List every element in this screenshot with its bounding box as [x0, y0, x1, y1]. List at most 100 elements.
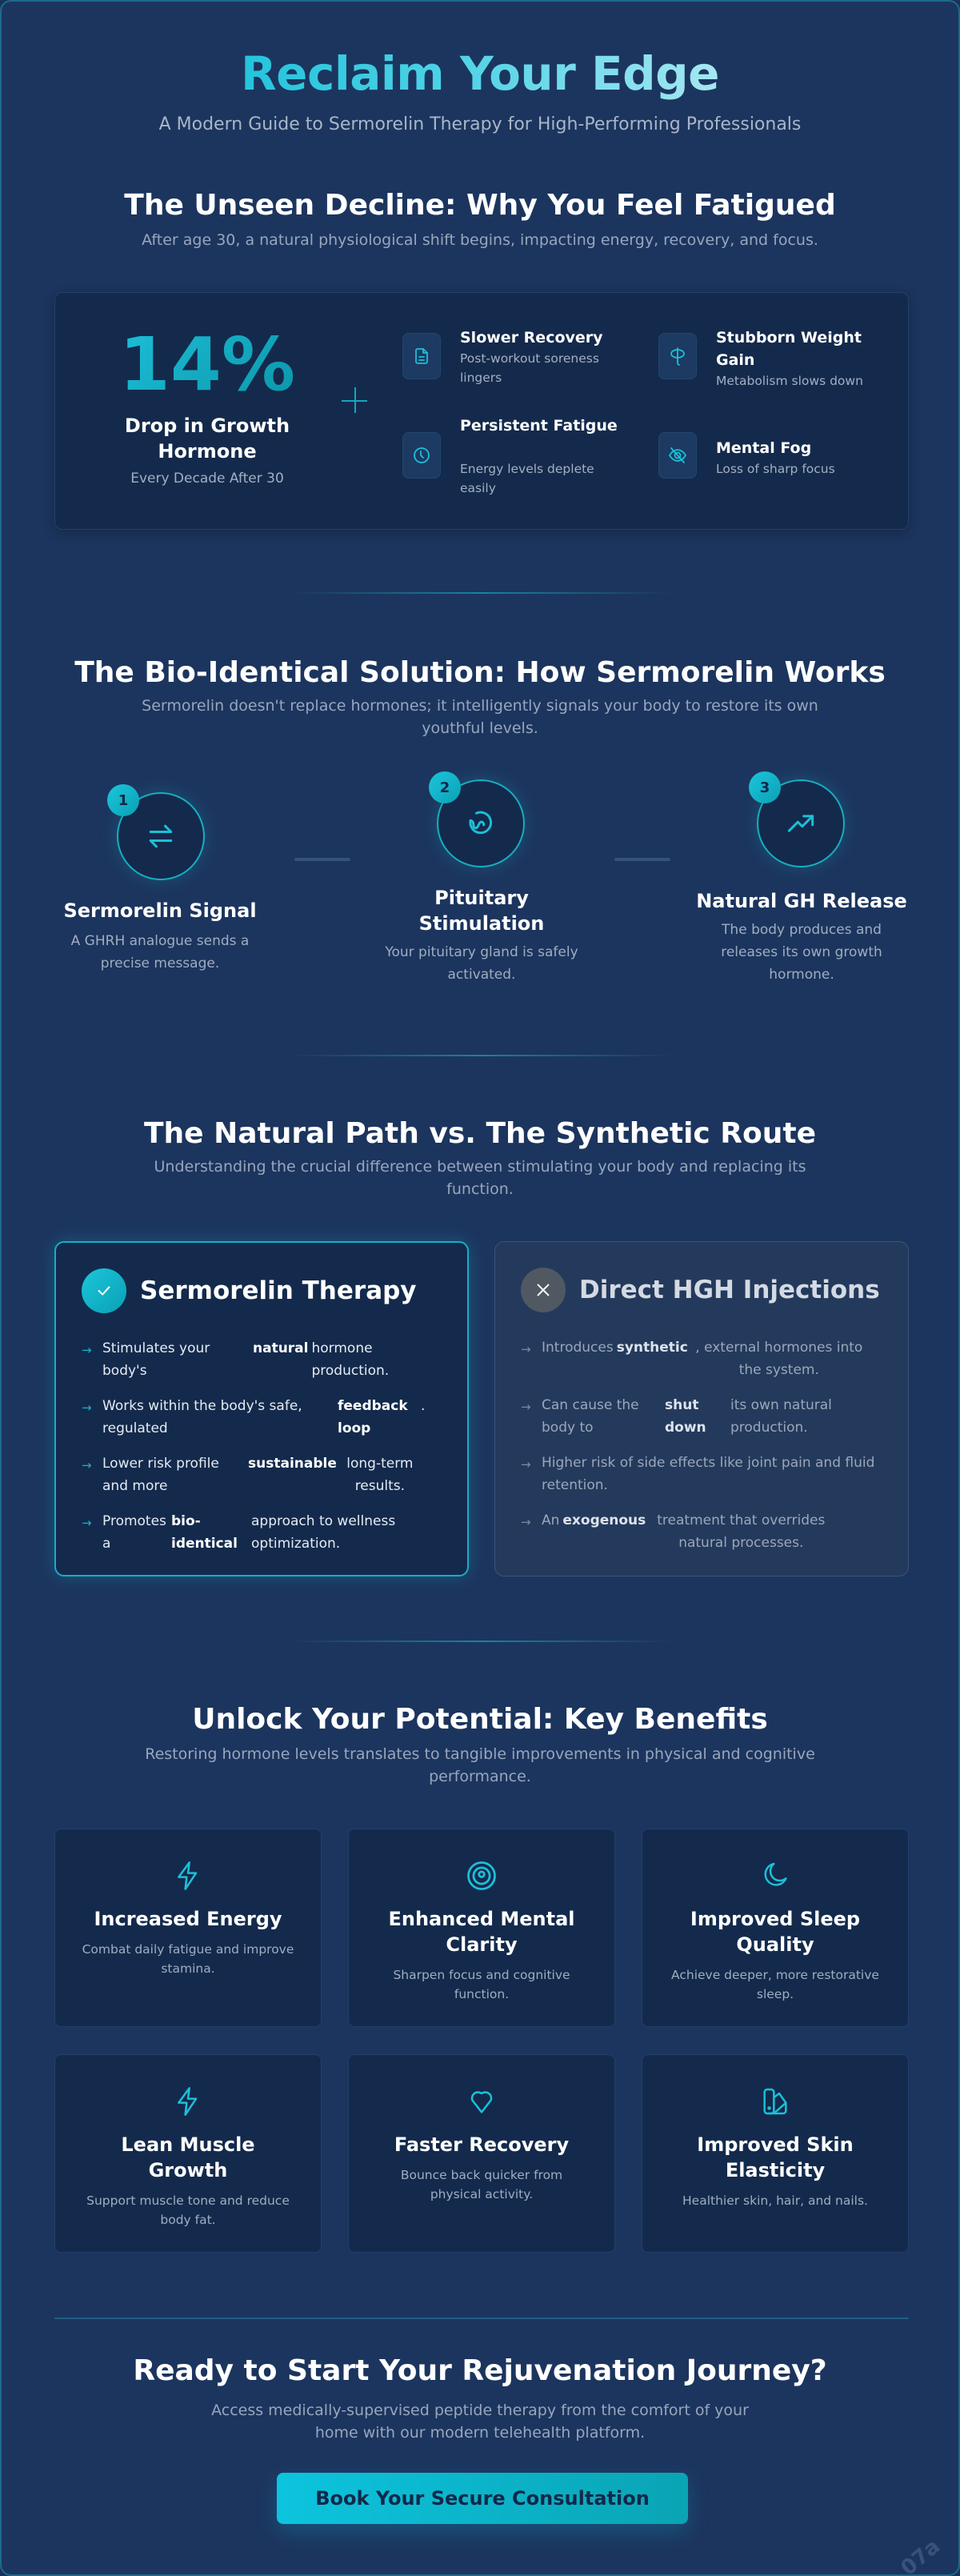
- symptom-title: Persistent Fatigue: [460, 417, 618, 435]
- step-title: Natural GH Release: [696, 890, 907, 912]
- item-text: Lower risk profile and more: [102, 1456, 219, 1494]
- comparison-subtitle: Understanding the crucial difference bet…: [154, 1158, 806, 1198]
- arrow-right-icon: →: [521, 1515, 531, 1529]
- step-title: Sermorelin Signal: [63, 899, 257, 922]
- lightning-icon: [55, 2084, 321, 2119]
- scale-icon: [658, 333, 697, 379]
- item-text: Higher risk of side effects like joint p…: [542, 1455, 875, 1493]
- item-emphasis: feedback loop: [338, 1398, 408, 1436]
- benefit-desc: Support muscle tone and reduce body fat.: [86, 2193, 290, 2227]
- section-divider: [290, 1641, 674, 1642]
- item-text: Promotes a: [102, 1513, 166, 1552]
- arrow-right-icon: →: [82, 1343, 92, 1357]
- stat-label: Drop in Growth Hormone: [124, 415, 290, 463]
- list-item: → Higher risk of side effects like joint…: [521, 1452, 879, 1496]
- item-text: hormone production.: [311, 1340, 390, 1379]
- cta-subtitle: Access medically-supervised peptide ther…: [211, 2402, 749, 2442]
- step-number-badge: 3: [749, 771, 781, 803]
- sermorelin-card: Sermorelin Therapy → Stimulates your bod…: [54, 1241, 469, 1576]
- symptom-title: Mental Fog: [716, 439, 812, 457]
- item-text: Stimulates your body's: [102, 1340, 210, 1379]
- item-emphasis: bio-identical: [171, 1513, 238, 1552]
- arrow-right-icon: →: [521, 1400, 531, 1414]
- symptom-desc: Energy levels deplete easily: [460, 462, 594, 495]
- list-item: → Works within the body's safe, regulate…: [82, 1395, 438, 1440]
- decline-subtitle: After age 30, a natural physiological sh…: [142, 231, 818, 249]
- benefit-desc: Combat daily fatigue and improve stamina…: [82, 1942, 294, 1976]
- benefit-card: Faster Recovery Bounce back quicker from…: [348, 2054, 615, 2253]
- item-text: long-term results.: [346, 1456, 414, 1494]
- benefit-card: Improved Sleep Quality Achieve deeper, m…: [642, 1829, 909, 2027]
- item-text: .: [421, 1398, 426, 1414]
- arrow-right-icon: →: [521, 1342, 531, 1356]
- book-consultation-button[interactable]: Book Your Secure Consultation: [277, 2473, 688, 2524]
- step-item: 1 Sermorelin Signal A GHRH analogue send…: [40, 770, 280, 978]
- benefit-desc: Bounce back quicker from physical activi…: [400, 2168, 563, 2201]
- benefit-card: Increased Energy Combat daily fatigue an…: [54, 1829, 322, 2027]
- benefit-card: Enhanced Mental Clarity Sharpen focus an…: [348, 1829, 615, 2027]
- arrow-right-icon: →: [521, 1457, 531, 1472]
- section-divider: [290, 592, 674, 594]
- item-emphasis: natural: [253, 1340, 309, 1356]
- list-item: → An exogenous treatment that overrides …: [521, 1509, 879, 1554]
- hero-subtitle: A Modern Guide to Sermorelin Therapy for…: [158, 114, 802, 134]
- list-item: → Can cause the body to shut down its ow…: [521, 1394, 879, 1439]
- cta-title: Ready to Start Your Rejuvenation Journey…: [133, 2354, 827, 2387]
- item-text: Can cause the body to: [542, 1397, 639, 1436]
- benefit-title: Improved Sleep Quality: [690, 1908, 861, 1956]
- step-desc: A GHRH analogue sends a precise message.: [70, 933, 250, 972]
- step-item: 2 Pituitary Stimulation Your pituitary g…: [362, 770, 602, 994]
- plus-icon: [342, 387, 369, 415]
- benefit-card: Lean Muscle Growth Support muscle tone a…: [54, 2054, 322, 2253]
- item-text: approach to wellness optimization.: [251, 1513, 396, 1552]
- pituitary-icon: [437, 779, 525, 867]
- benefit-desc: Sharpen focus and cognitive function.: [393, 1968, 570, 2001]
- item-text: , external hormones into the system.: [695, 1340, 863, 1378]
- list-item: → Stimulates your body's natural hormone…: [82, 1337, 438, 1382]
- card-title: Direct HGH Injections: [579, 1276, 880, 1304]
- step-number-badge: 2: [429, 771, 461, 803]
- benefit-title: Enhanced Mental Clarity: [388, 1908, 575, 1956]
- item-text: treatment that overrides natural process…: [657, 1512, 826, 1551]
- stat-sublabel: Every Decade After 30: [130, 471, 284, 487]
- item-text: An: [542, 1512, 560, 1528]
- symptom-title: Slower Recovery: [460, 329, 603, 347]
- clock-icon: [402, 432, 441, 479]
- arrow-right-icon: →: [82, 1400, 92, 1415]
- arrow-right-icon: →: [82, 1458, 92, 1472]
- step-desc: The body produces and releases its own g…: [721, 922, 882, 983]
- benefit-title: Increased Energy: [94, 1908, 282, 1930]
- arrow-right-icon: →: [82, 1516, 92, 1530]
- item-emphasis: shut down: [665, 1397, 706, 1436]
- file-icon: [402, 333, 441, 379]
- step-number-badge: 1: [107, 784, 139, 816]
- step-title: Pituitary Stimulation: [418, 887, 545, 935]
- item-emphasis: exogenous: [562, 1512, 646, 1528]
- stat-card: 14% Drop in Growth Hormone Every Decade …: [54, 292, 909, 530]
- hero-title: Reclaim Your Edge: [232, 46, 728, 101]
- check-icon: [82, 1268, 126, 1313]
- step-item: 3 Natural GH Release The body produces a…: [682, 770, 922, 994]
- benefit-desc: Achieve deeper, more restorative sleep.: [671, 1968, 879, 2001]
- symptom-desc: Post-workout soreness lingers: [460, 351, 599, 385]
- hgh-card: Direct HGH Injections → Introduces synth…: [494, 1241, 909, 1576]
- x-icon: [521, 1268, 566, 1312]
- symptom-desc: Loss of sharp focus: [716, 462, 835, 476]
- step-connector: [294, 858, 350, 861]
- item-emphasis: sustainable: [248, 1456, 337, 1472]
- item-text: its own natural production.: [730, 1397, 832, 1436]
- symptom-title: Stubborn Weight Gain: [716, 329, 862, 369]
- card-title: Sermorelin Therapy: [140, 1276, 417, 1305]
- moon-icon: [642, 1858, 908, 1893]
- decline-title: The Unseen Decline: Why You Feel Fatigue…: [124, 189, 836, 222]
- benefits-subtitle: Restoring hormone levels translates to t…: [145, 1745, 815, 1785]
- lightning-icon: [55, 1858, 321, 1893]
- eye-off-icon: [658, 432, 697, 479]
- heart-icon: [349, 2084, 614, 2119]
- arrows-exchange-icon: [117, 792, 205, 880]
- swatch-icon: [642, 2084, 908, 2119]
- section-divider: [290, 1055, 674, 1056]
- item-text: Works within the body's safe, regulated: [102, 1398, 302, 1436]
- step-connector: [614, 858, 670, 861]
